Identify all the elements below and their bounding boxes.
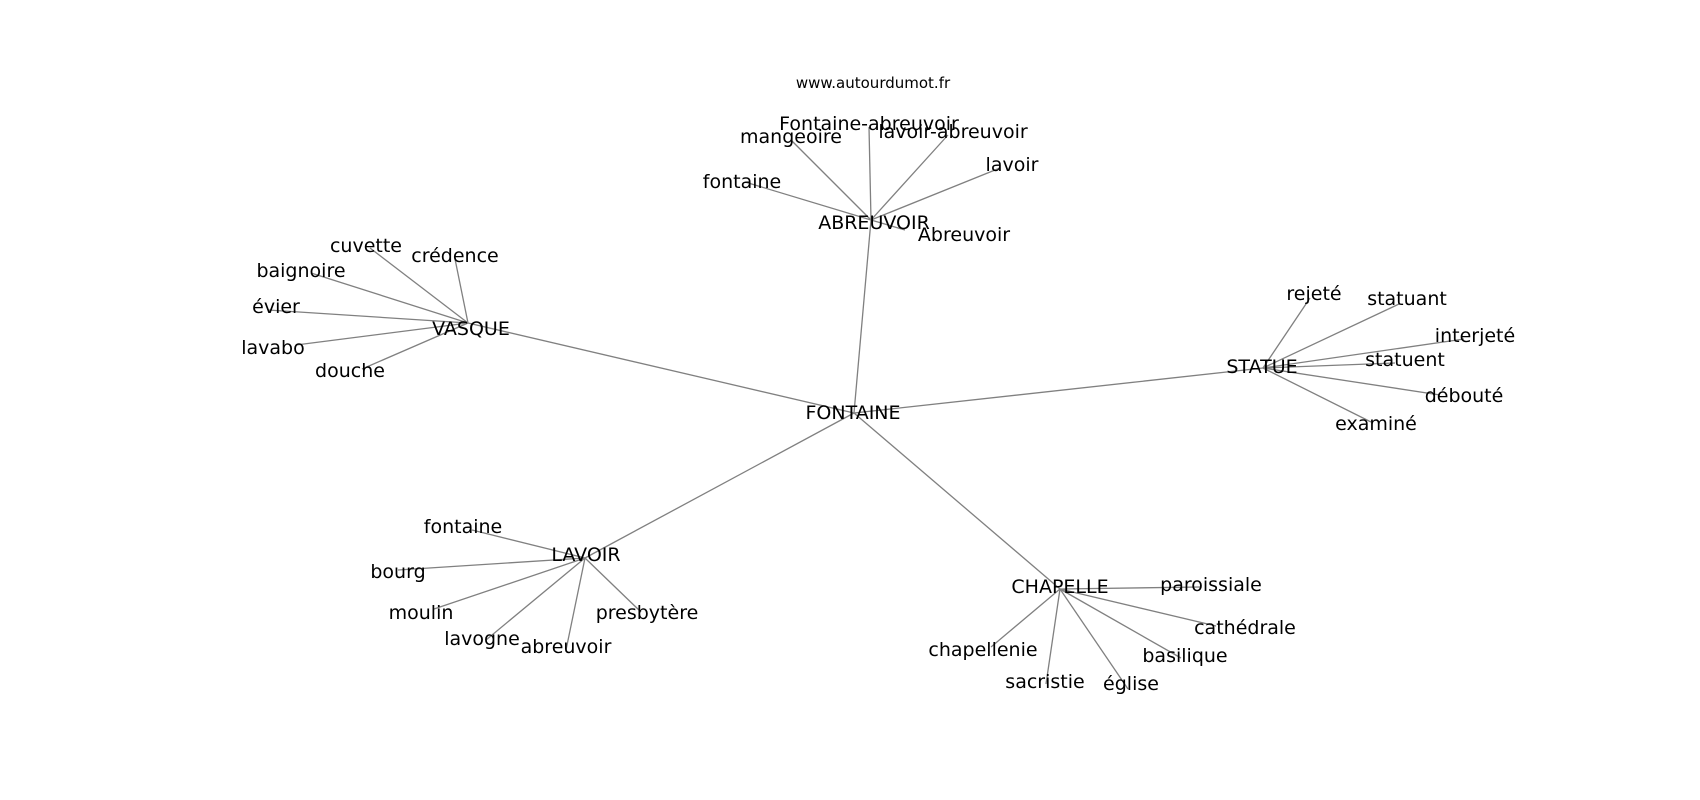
edge-statue-leaf-0 xyxy=(1262,297,1311,369)
edge-chapelle-leaf-3 xyxy=(1059,588,1129,690)
node-leaf-lavoir-5[interactable]: presbytère xyxy=(596,602,699,624)
graph-edges xyxy=(267,126,1465,690)
node-hub-vasque[interactable]: VASQUE xyxy=(432,318,510,340)
node-leaf-lavoir-4[interactable]: abreuvoir xyxy=(521,636,612,658)
edge-vasque-leaf-1 xyxy=(454,258,469,324)
edge-lavoir-leaf-4 xyxy=(565,557,586,651)
edge-lavoir-leaf-2 xyxy=(433,557,586,610)
edge-statue-leaf-3 xyxy=(1262,362,1396,369)
node-leaf-chapelle-2[interactable]: basilique xyxy=(1142,645,1227,667)
node-leaf-vasque-1[interactable]: crédence xyxy=(411,245,498,267)
node-leaf-statue-4[interactable]: débouté xyxy=(1425,385,1504,407)
node-leaf-lavoir-3[interactable]: lavogne xyxy=(444,628,520,650)
edge-statue-leaf-4 xyxy=(1262,367,1441,396)
edge-abreuvoir-leaf-5 xyxy=(870,219,906,231)
edge-center-abreuvoir xyxy=(853,219,872,414)
edge-center-lavoir xyxy=(584,412,855,559)
edge-chapelle-leaf-2 xyxy=(1059,588,1182,659)
edge-center-vasque xyxy=(467,322,855,414)
node-leaf-abreuvoir-2[interactable]: lavoir-abreuvoir xyxy=(878,121,1027,143)
edge-chapelle-leaf-0 xyxy=(1059,586,1201,590)
node-leaf-statue-5[interactable]: examiné xyxy=(1335,413,1417,435)
edge-abreuvoir-leaf-4 xyxy=(744,181,872,221)
edge-chapelle-leaf-4 xyxy=(1045,588,1061,685)
node-leaf-abreuvoir-3[interactable]: lavoir xyxy=(986,154,1039,176)
edge-lavoir-leaf-3 xyxy=(485,557,586,641)
edge-lavoir-leaf-1 xyxy=(397,557,586,571)
node-leaf-vasque-4[interactable]: lavabo xyxy=(241,337,305,359)
edge-center-chapelle xyxy=(853,412,1061,590)
edge-vasque-leaf-0 xyxy=(369,247,469,324)
node-leaf-chapelle-1[interactable]: cathédrale xyxy=(1194,617,1296,639)
node-leaf-chapelle-4[interactable]: sacristie xyxy=(1005,671,1084,693)
node-leaf-lavoir-1[interactable]: bourg xyxy=(370,561,425,583)
source-label: www.autourdumot.fr xyxy=(796,74,951,92)
node-leaf-lavoir-0[interactable]: fontaine xyxy=(424,516,502,538)
node-leaf-statue-2[interactable]: interjeté xyxy=(1435,325,1515,347)
node-leaf-vasque-2[interactable]: baignoire xyxy=(256,260,345,282)
node-leaf-statue-0[interactable]: rejeté xyxy=(1286,283,1341,305)
node-leaf-chapelle-5[interactable]: chapellenie xyxy=(928,639,1037,661)
node-leaf-vasque-0[interactable]: cuvette xyxy=(330,235,402,257)
edge-center-statue xyxy=(853,367,1264,414)
node-leaf-abreuvoir-4[interactable]: fontaine xyxy=(703,171,781,193)
node-hub-abreuvoir[interactable]: ABREUVOIR xyxy=(818,212,930,234)
edge-chapelle-leaf-1 xyxy=(1059,588,1217,627)
edge-vasque-leaf-4 xyxy=(295,322,469,346)
edge-abreuvoir-leaf-1 xyxy=(790,139,872,221)
node-leaf-lavoir-2[interactable]: moulin xyxy=(389,602,454,624)
node-leaf-chapelle-3[interactable]: église xyxy=(1103,673,1159,695)
node-center-fontaine[interactable]: FONTAINE xyxy=(805,402,900,424)
node-leaf-abreuvoir-5[interactable]: Abreuvoir xyxy=(918,224,1010,246)
node-leaf-vasque-3[interactable]: évier xyxy=(252,296,300,318)
node-leaf-statue-3[interactable]: statuent xyxy=(1365,349,1445,371)
edge-abreuvoir-leaf-2 xyxy=(870,134,949,221)
node-leaf-chapelle-0[interactable]: paroissiale xyxy=(1160,574,1262,596)
edge-statue-leaf-5 xyxy=(1262,367,1372,423)
node-leaf-abreuvoir-1[interactable]: mangeoire xyxy=(740,126,842,148)
edge-lavoir-leaf-5 xyxy=(584,557,642,613)
node-leaf-statue-1[interactable]: statuant xyxy=(1367,288,1447,310)
edge-statue-leaf-2 xyxy=(1262,338,1465,369)
node-hub-statue[interactable]: STATUE xyxy=(1226,356,1297,378)
edge-abreuvoir-leaf-0 xyxy=(868,126,872,221)
node-leaf-vasque-5[interactable]: douche xyxy=(315,360,385,382)
node-hub-lavoir[interactable]: LAVOIR xyxy=(551,544,620,566)
edge-vasque-leaf-2 xyxy=(310,272,469,324)
node-leaf-abreuvoir-0[interactable]: Fontaine-abreuvoir xyxy=(779,113,959,135)
edge-vasque-leaf-5 xyxy=(361,322,469,370)
edge-vasque-leaf-3 xyxy=(267,309,469,324)
edge-lavoir-leaf-0 xyxy=(471,529,586,559)
edge-chapelle-leaf-5 xyxy=(990,588,1061,648)
edge-statue-leaf-1 xyxy=(1262,303,1400,369)
node-hub-chapelle[interactable]: CHAPELLE xyxy=(1011,576,1108,598)
edge-abreuvoir-leaf-3 xyxy=(870,167,1001,221)
